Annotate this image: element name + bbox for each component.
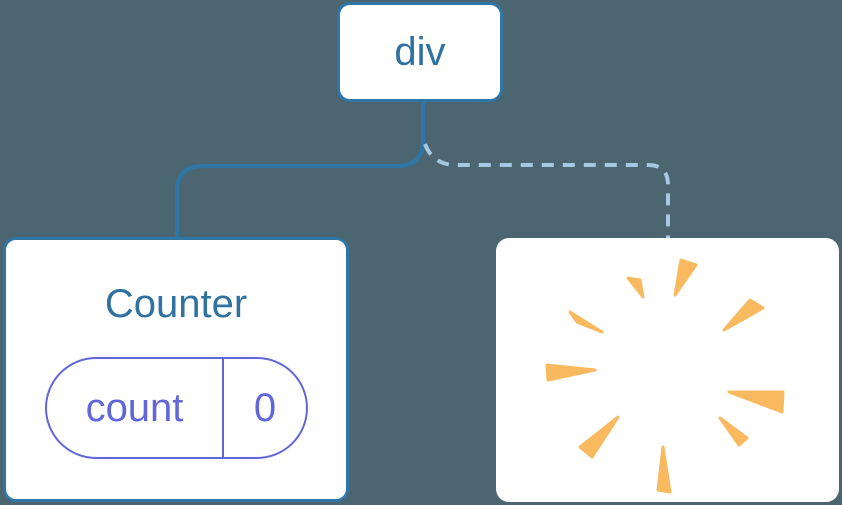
poof-icon	[545, 258, 785, 494]
node-label: div	[394, 29, 446, 74]
solid-connector-line	[175, 101, 425, 240]
tree-node-counter: Counter count 0	[3, 237, 349, 502]
state-key: count	[85, 385, 184, 430]
node-title: Counter	[104, 282, 248, 326]
tree-node-div: div	[337, 2, 503, 102]
state-pill: count 0	[45, 357, 308, 459]
dashed-connector-line	[423, 143, 670, 240]
state-value: 0	[222, 359, 306, 457]
tree-node-removed	[496, 238, 839, 502]
